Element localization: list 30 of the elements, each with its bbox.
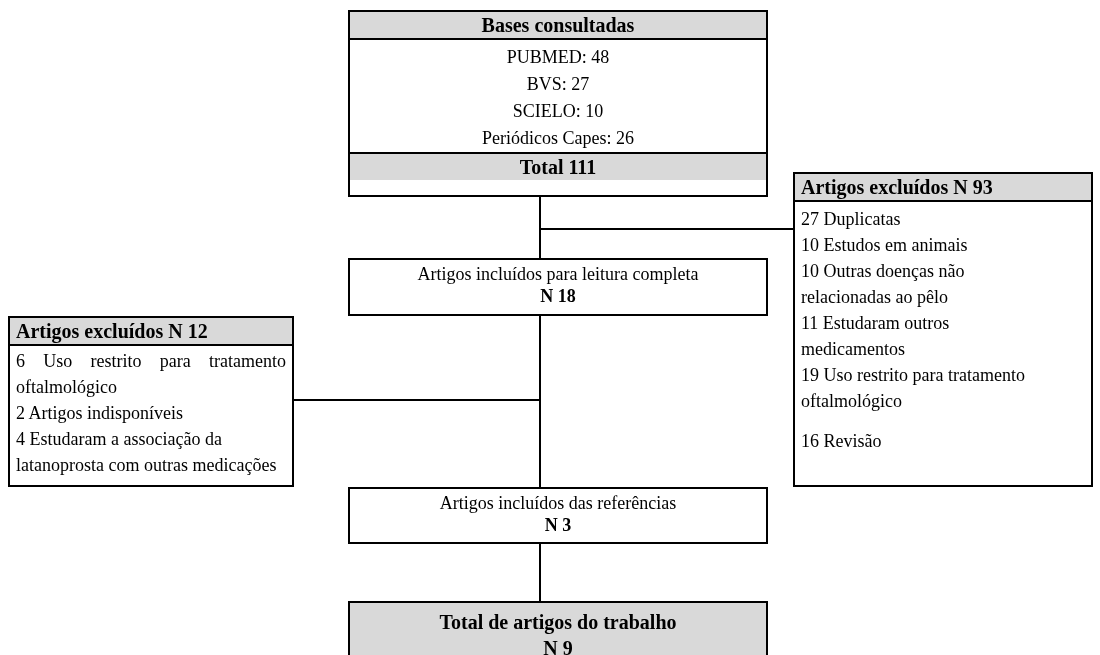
text: 6 Uso restrito para tratamento oftalmológico: [15, 350, 287, 399]
text: 11 Estudaram outros medicamentos: [800, 312, 951, 361]
process-box: [348, 258, 768, 316]
text: 10 Estudos em animais: [800, 234, 969, 257]
text: SCIELO: 10: [511, 100, 605, 123]
heading: Bases consultadas: [350, 12, 766, 40]
result-box: [348, 601, 768, 655]
heading: Artigos excluídos N 12: [10, 318, 292, 346]
text: N 18: [539, 285, 577, 308]
text: 27 Duplicatas: [800, 208, 902, 231]
text: Artigos incluídos para leitura completa: [416, 263, 700, 284]
text: Periódicos Capes: 26: [481, 127, 635, 150]
exclusion-box: [793, 172, 1093, 487]
text: 10 Outras doenças não relacionadas ao pêlo: [800, 260, 966, 309]
text: Artigos incluídos das referências: [438, 492, 678, 513]
text: BVS: 27: [525, 73, 591, 96]
text: 4 Estudaram a associação da latanoprosta com outras medicações: [15, 428, 278, 477]
database-summary-box: [348, 10, 768, 197]
exclusion-box: [8, 316, 294, 487]
connector-line: [539, 196, 794, 230]
heading: Artigos excluídos N 93: [795, 174, 1091, 202]
text: 19 Uso restrito para tratamento oftalmológico: [800, 364, 1026, 413]
text: N 3: [543, 514, 573, 537]
connector-line: [539, 543, 541, 602]
text: 16 Revisão: [800, 430, 883, 453]
text: PUBMED: 48: [505, 46, 611, 69]
process-box: [348, 487, 768, 544]
text: 2 Artigos indisponíveis: [15, 402, 184, 425]
text: Total 111: [350, 152, 766, 180]
connector-line: [539, 315, 541, 488]
